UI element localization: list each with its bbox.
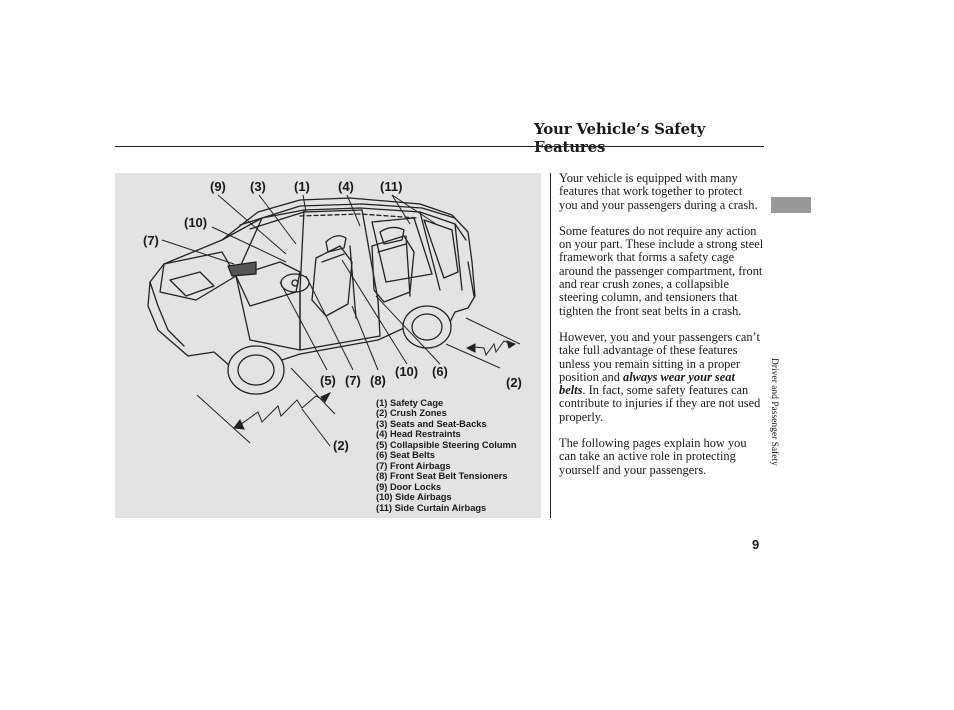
hood xyxy=(159,251,237,301)
legend-item: (10) Side Airbags xyxy=(376,492,452,503)
callout-front-airbags-lower: (7) xyxy=(345,373,361,388)
callout-belt-tensioners: (8) xyxy=(370,373,386,388)
callout-crush-zone-front: (2) xyxy=(333,438,349,453)
legend-item: (4) Head Restraints xyxy=(376,429,461,440)
figure-legend: (1) Safety Cage (2) Crush Zones (3) Seat… xyxy=(376,398,517,513)
side-curtain-airbag xyxy=(299,213,419,219)
callout-head-restraints: (4) xyxy=(338,179,354,194)
front-airbag xyxy=(227,261,257,277)
section-tab xyxy=(771,197,811,213)
legend-item: (2) Crush Zones xyxy=(376,408,447,419)
callout-door-locks: (9) xyxy=(210,179,226,194)
paragraph: However, you and your passengers can’t t… xyxy=(559,329,764,424)
page-title: Your Vehicle’s Safety Features xyxy=(534,120,706,156)
paragraph: The following pages explain how you can … xyxy=(559,436,747,477)
front-door xyxy=(235,275,301,351)
b-pillar xyxy=(299,209,305,291)
page-number: 9 xyxy=(752,537,760,552)
crush-zone-front xyxy=(196,367,336,447)
crush-zone-rear xyxy=(445,317,521,369)
leader-lines xyxy=(161,194,441,371)
callout-side-curtain: (11) xyxy=(380,179,403,194)
c-pillar xyxy=(361,209,379,301)
callout-steering-column: (5) xyxy=(320,373,336,388)
callout-crush-zone-rear: (2) xyxy=(506,375,522,390)
paragraph-text: However, you and your passengers can’t t… xyxy=(559,329,760,384)
callout-side-airbags-lower: (10) xyxy=(395,364,419,379)
title-divider xyxy=(115,146,764,147)
callout-front-airbags-upper: (7) xyxy=(143,233,159,248)
legend-item: (7) Front Airbags xyxy=(376,460,451,471)
front-seat xyxy=(311,245,353,317)
legend-item: (11) Side Curtain Airbags xyxy=(376,502,487,513)
legend-item: (3) Seats and Seat-Backs xyxy=(376,418,487,429)
front-wheel xyxy=(227,345,285,395)
paragraph: Your vehicle is equipped with many featu… xyxy=(559,171,758,212)
body-text: Your vehicle is equipped with many featu… xyxy=(559,171,764,490)
seat-belt xyxy=(349,245,357,319)
section-label: Driver and Passenger Safety xyxy=(769,358,779,466)
head-restraint xyxy=(325,235,347,253)
callout-side-airbags-upper: (10) xyxy=(184,215,208,230)
vehicle-body-outline xyxy=(147,197,476,373)
legend-item: (9) Door Locks xyxy=(376,481,442,492)
column-divider xyxy=(550,173,551,518)
rear-window xyxy=(423,219,459,279)
paragraph-text: . In fact, some safety features can cont… xyxy=(559,383,761,424)
paragraph: Some features do not require any action … xyxy=(559,223,764,318)
legend-item: (5) Collapsible Steering Column xyxy=(376,439,517,450)
steering-wheel xyxy=(280,273,310,293)
legend-item: (8) Front Seat Belt Tensioners xyxy=(376,471,508,482)
legend-item: (1) Safety Cage xyxy=(376,398,444,408)
callout-seat-belts: (6) xyxy=(432,364,448,379)
callout-seats: (3) xyxy=(250,179,266,194)
emphasis-text: always wear your seat belts xyxy=(559,369,735,398)
d-pillar xyxy=(419,211,441,291)
legend-item: (6) Seat Belts xyxy=(376,450,435,461)
roof-rail xyxy=(239,203,456,226)
callout-safety-cage: (1) xyxy=(294,179,310,194)
rear-wheel xyxy=(402,305,452,349)
